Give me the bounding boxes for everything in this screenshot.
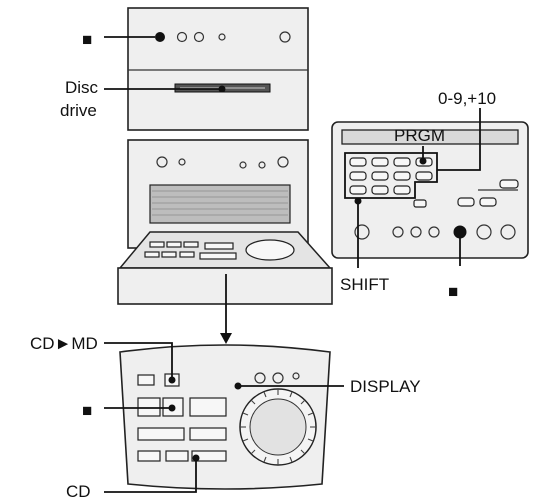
zoom-arrow-head: [220, 333, 232, 344]
front-control-panel: [120, 345, 330, 489]
front-panel-dial: [240, 389, 316, 465]
label-cd: CD: [66, 482, 91, 501]
label-cd-md-arrow: ►: [55, 334, 72, 353]
label-disc-drive-line2: drive: [60, 101, 97, 120]
main-unit-jog-dial: [246, 240, 294, 260]
label-cd-md: CD►MD: [30, 334, 98, 353]
label-stop-top: ■: [82, 30, 92, 49]
main-unit-stop-knob: [155, 32, 165, 42]
label-disc-drive-line1: Disc: [65, 78, 99, 97]
main-unit-base: [118, 268, 332, 304]
main-unit: [118, 8, 332, 304]
main-unit-top: [128, 8, 308, 130]
label-cd-md-md: MD: [71, 334, 97, 353]
main-unit-front-panel: [120, 232, 330, 268]
remote-stop-button: [454, 226, 466, 238]
label-zero-nine: 0-9,+10: [438, 89, 496, 108]
label-prgm: PRGM: [394, 126, 445, 145]
label-display: DISPLAY: [350, 377, 421, 396]
label-shift: SHIFT: [340, 275, 389, 294]
label-stop-remote: ■: [448, 282, 458, 301]
label-stop-panel: ■: [82, 401, 92, 420]
label-cd-md-cd: CD: [30, 334, 55, 353]
